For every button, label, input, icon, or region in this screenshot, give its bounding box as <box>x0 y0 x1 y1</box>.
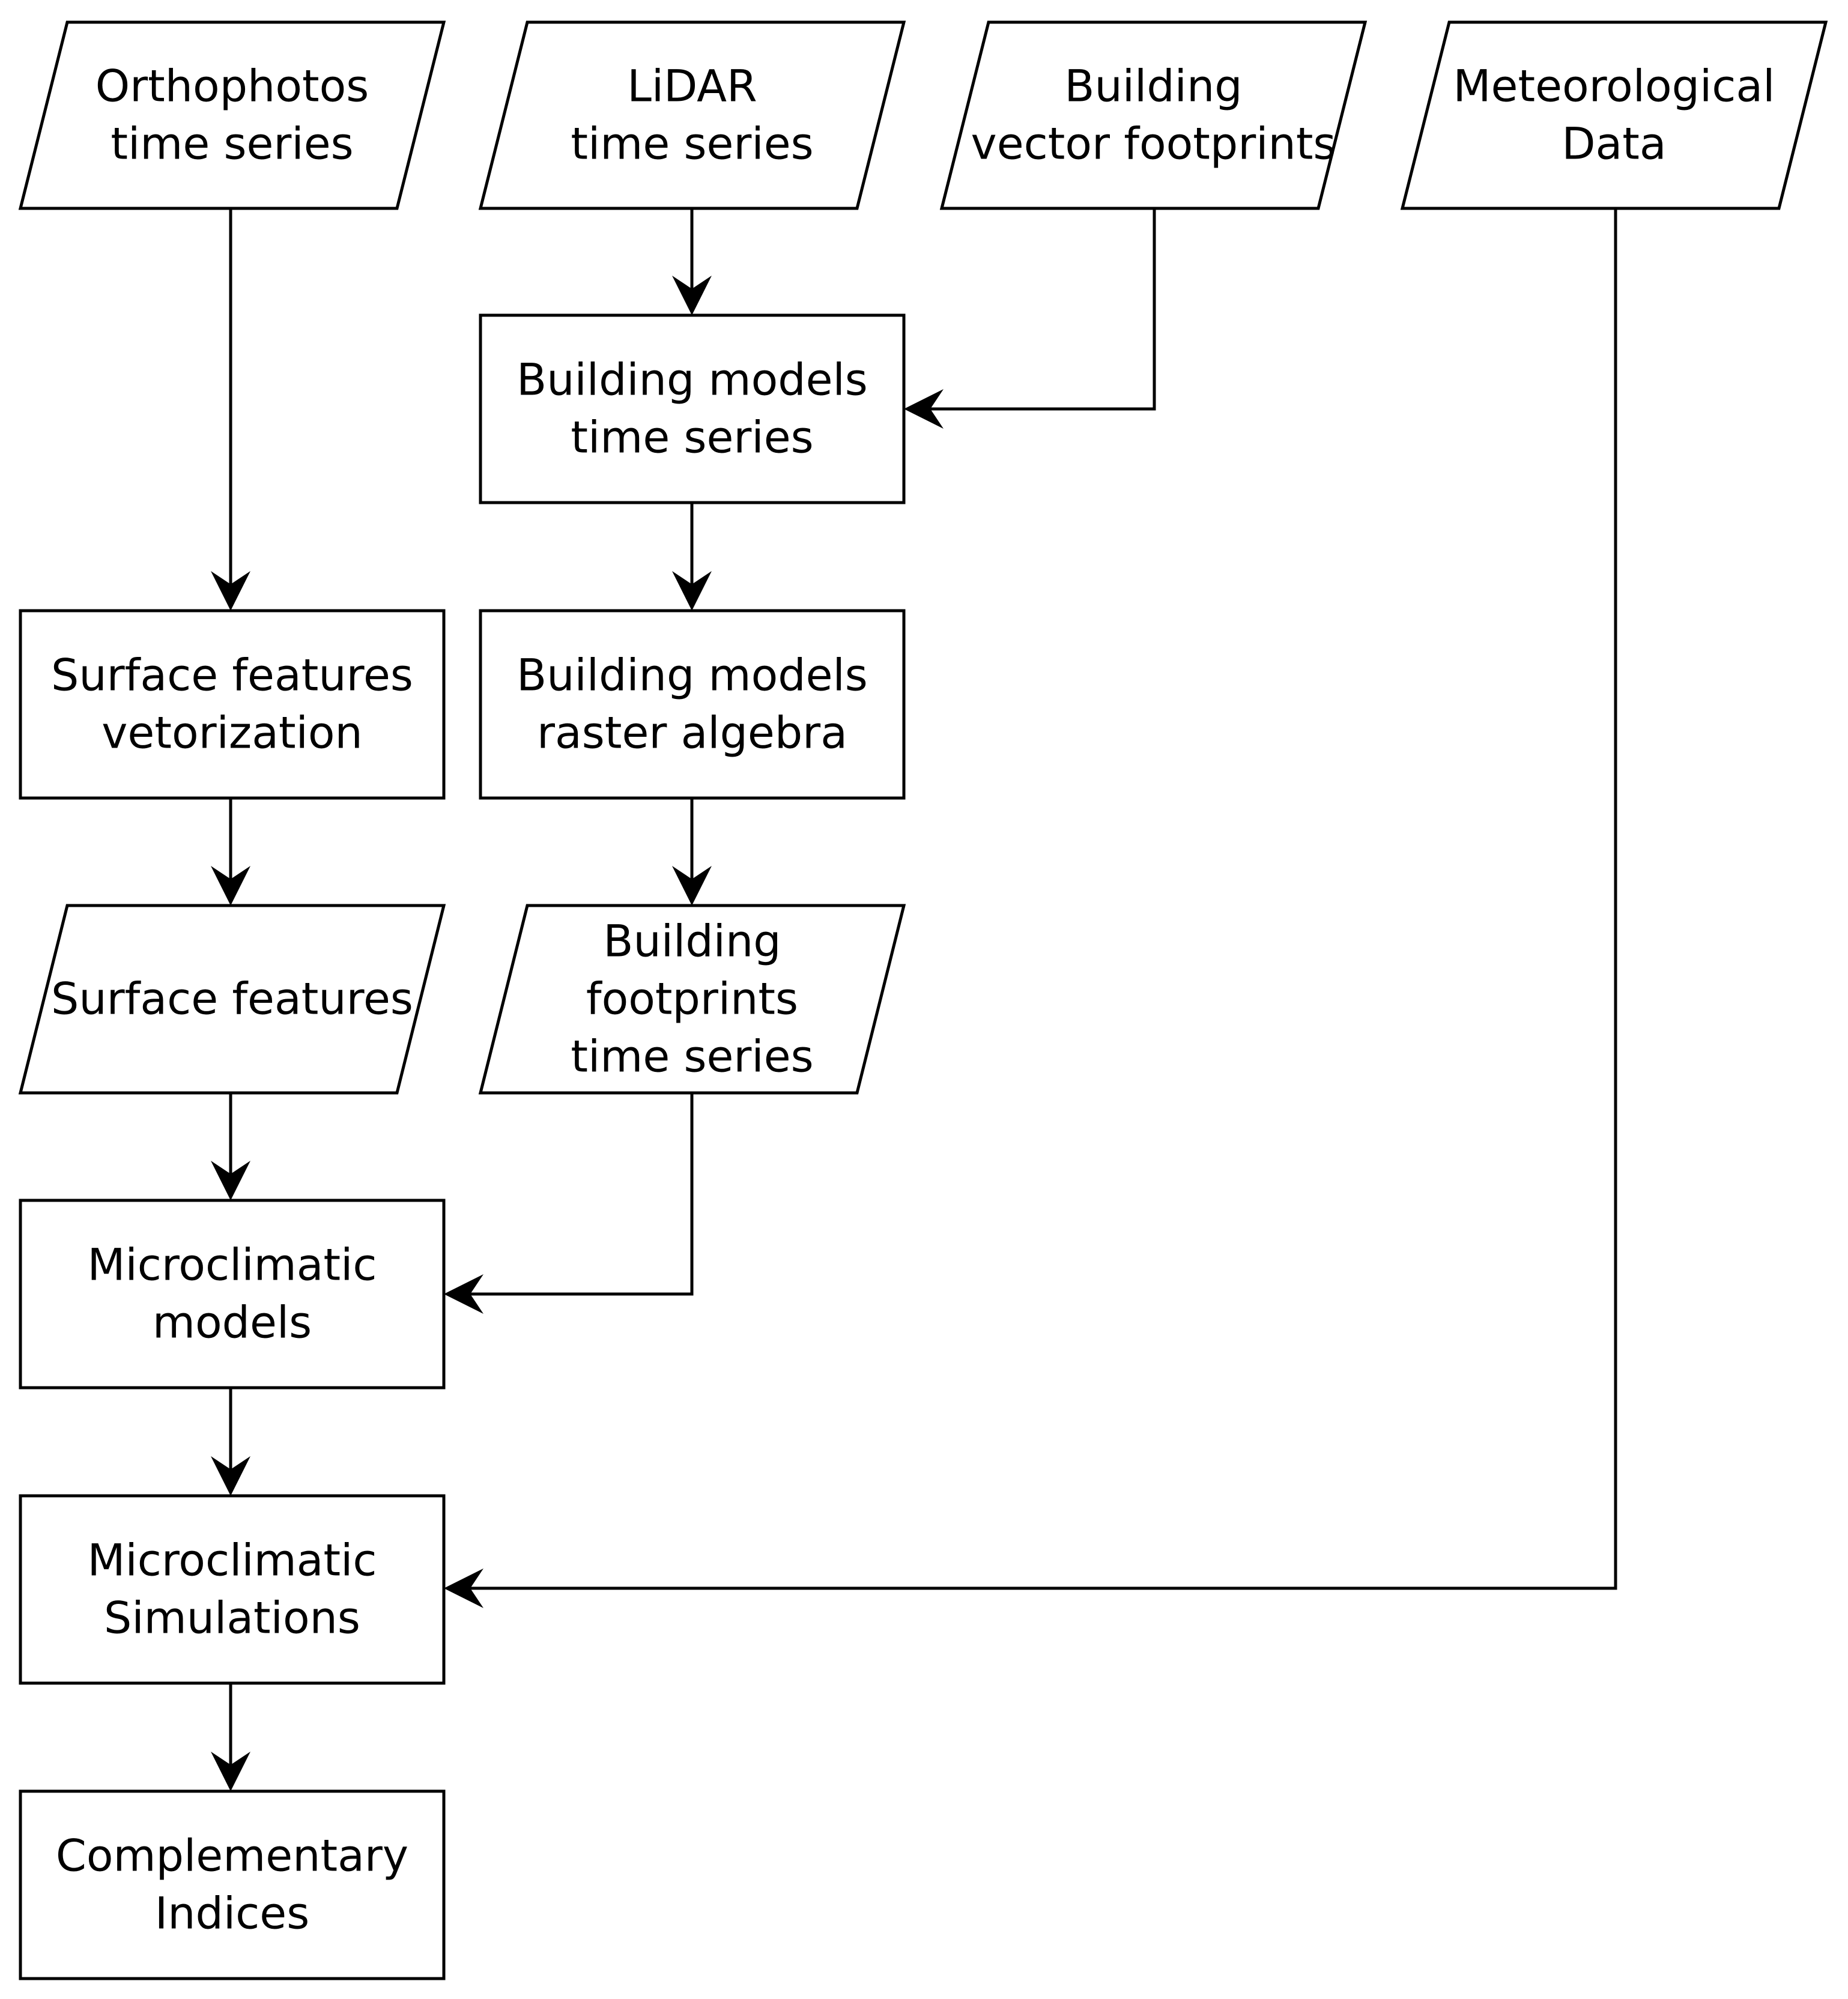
node-surface-vectorization: Surface features vetorization <box>19 609 446 800</box>
edge-lidar-to-building-models-ts <box>672 208 712 315</box>
process-box <box>19 1199 446 1390</box>
node-label: Building <box>603 916 781 967</box>
node-surface-features: Surface features <box>18 904 446 1095</box>
node-label: Building models <box>517 355 868 406</box>
arrowhead <box>211 571 250 611</box>
arrowhead <box>211 1456 250 1496</box>
node-label: Surface features <box>51 974 413 1025</box>
node-label: time series <box>571 1032 813 1083</box>
data-parallelogram <box>478 20 906 210</box>
node-building-models-ts: Building models time series <box>479 313 906 504</box>
edge-building-models-ts-to-raster-algebra <box>672 503 712 611</box>
node-label: vector footprints <box>971 119 1336 170</box>
node-footprints-ts: Building footprints time series <box>478 904 906 1095</box>
edge-orthophotos-to-surface-vectorization <box>211 208 250 611</box>
node-label: models <box>153 1298 312 1349</box>
arrowhead <box>672 571 712 611</box>
node-label: Building models <box>517 650 868 701</box>
edge-vector-footprints-to-building-models-ts <box>904 208 1156 429</box>
node-label: Microclimatic <box>87 1535 377 1586</box>
node-label: Orthophotos <box>95 61 369 112</box>
data-parallelogram <box>939 20 1368 210</box>
data-parallelogram <box>478 904 906 1095</box>
arrowhead <box>211 1752 250 1791</box>
edge-surface-features-to-microclimatic-models <box>211 1093 250 1200</box>
process-box <box>19 1789 446 1980</box>
connector-line <box>930 208 1156 411</box>
node-label: footprints <box>586 974 798 1025</box>
node-label: Building <box>1064 61 1242 112</box>
node-label: Surface features <box>51 650 413 701</box>
process-box <box>479 609 906 800</box>
node-label: LiDAR <box>627 61 757 112</box>
node-label: raster algebra <box>537 708 847 759</box>
data-parallelogram <box>18 20 446 210</box>
process-box <box>19 609 446 800</box>
edge-meteorological-to-microclimatic-simulations <box>444 208 1617 1608</box>
node-orthophotos: Orthophotos time series <box>18 20 446 210</box>
arrowhead <box>904 389 944 429</box>
node-label: vetorization <box>101 708 363 759</box>
node-label: Complementary <box>56 1831 408 1882</box>
node-label: time series <box>571 413 813 464</box>
node-lidar: LiDAR time series <box>478 20 906 210</box>
node-vector-footprints: Building vector footprints <box>939 20 1368 210</box>
connector-line <box>470 208 1617 1590</box>
arrowhead <box>211 866 250 906</box>
edge-footprints-ts-to-microclimatic-models <box>444 1093 694 1314</box>
data-parallelogram <box>18 904 446 1095</box>
arrowhead <box>444 1568 483 1608</box>
data-parallelogram <box>1400 20 1828 210</box>
edge-microclimatic-models-to-microclimatic-simulations <box>211 1388 250 1496</box>
edge-surface-vectorization-to-surface-features <box>211 798 250 906</box>
process-box <box>479 313 906 504</box>
node-label: Meteorological <box>1453 61 1775 112</box>
edges-layer <box>211 208 1617 1791</box>
node-label: Indices <box>155 1889 310 1940</box>
process-box <box>19 1494 446 1685</box>
node-label: Data <box>1562 119 1666 170</box>
arrowhead <box>672 866 712 906</box>
connector-line <box>470 1093 694 1296</box>
node-label: time series <box>571 119 813 170</box>
node-label: time series <box>111 119 353 170</box>
arrowhead <box>444 1274 483 1314</box>
edge-microclimatic-simulations-to-complementary-indices <box>211 1683 250 1791</box>
arrowhead <box>672 276 712 315</box>
node-microclimatic-models: Microclimatic models <box>19 1199 446 1390</box>
node-label: Simulations <box>104 1593 360 1644</box>
node-label: Microclimatic <box>87 1240 377 1291</box>
edge-raster-algebra-to-footprints-ts <box>672 798 712 906</box>
arrowhead <box>211 1161 250 1200</box>
node-raster-algebra: Building models raster algebra <box>479 609 906 800</box>
